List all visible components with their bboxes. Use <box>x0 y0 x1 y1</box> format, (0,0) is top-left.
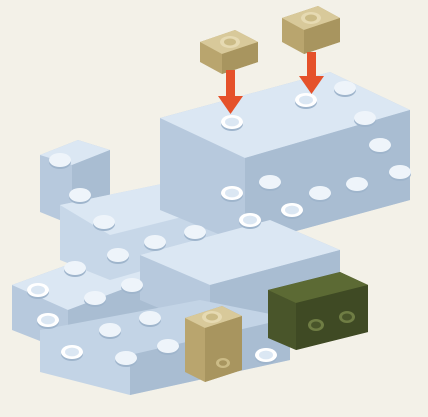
tan-bracket-piece-placed <box>185 306 242 382</box>
right-upper-plate <box>160 72 410 245</box>
tan-bracket-piece-left <box>200 30 258 74</box>
tan-bracket-piece-right <box>282 6 340 54</box>
